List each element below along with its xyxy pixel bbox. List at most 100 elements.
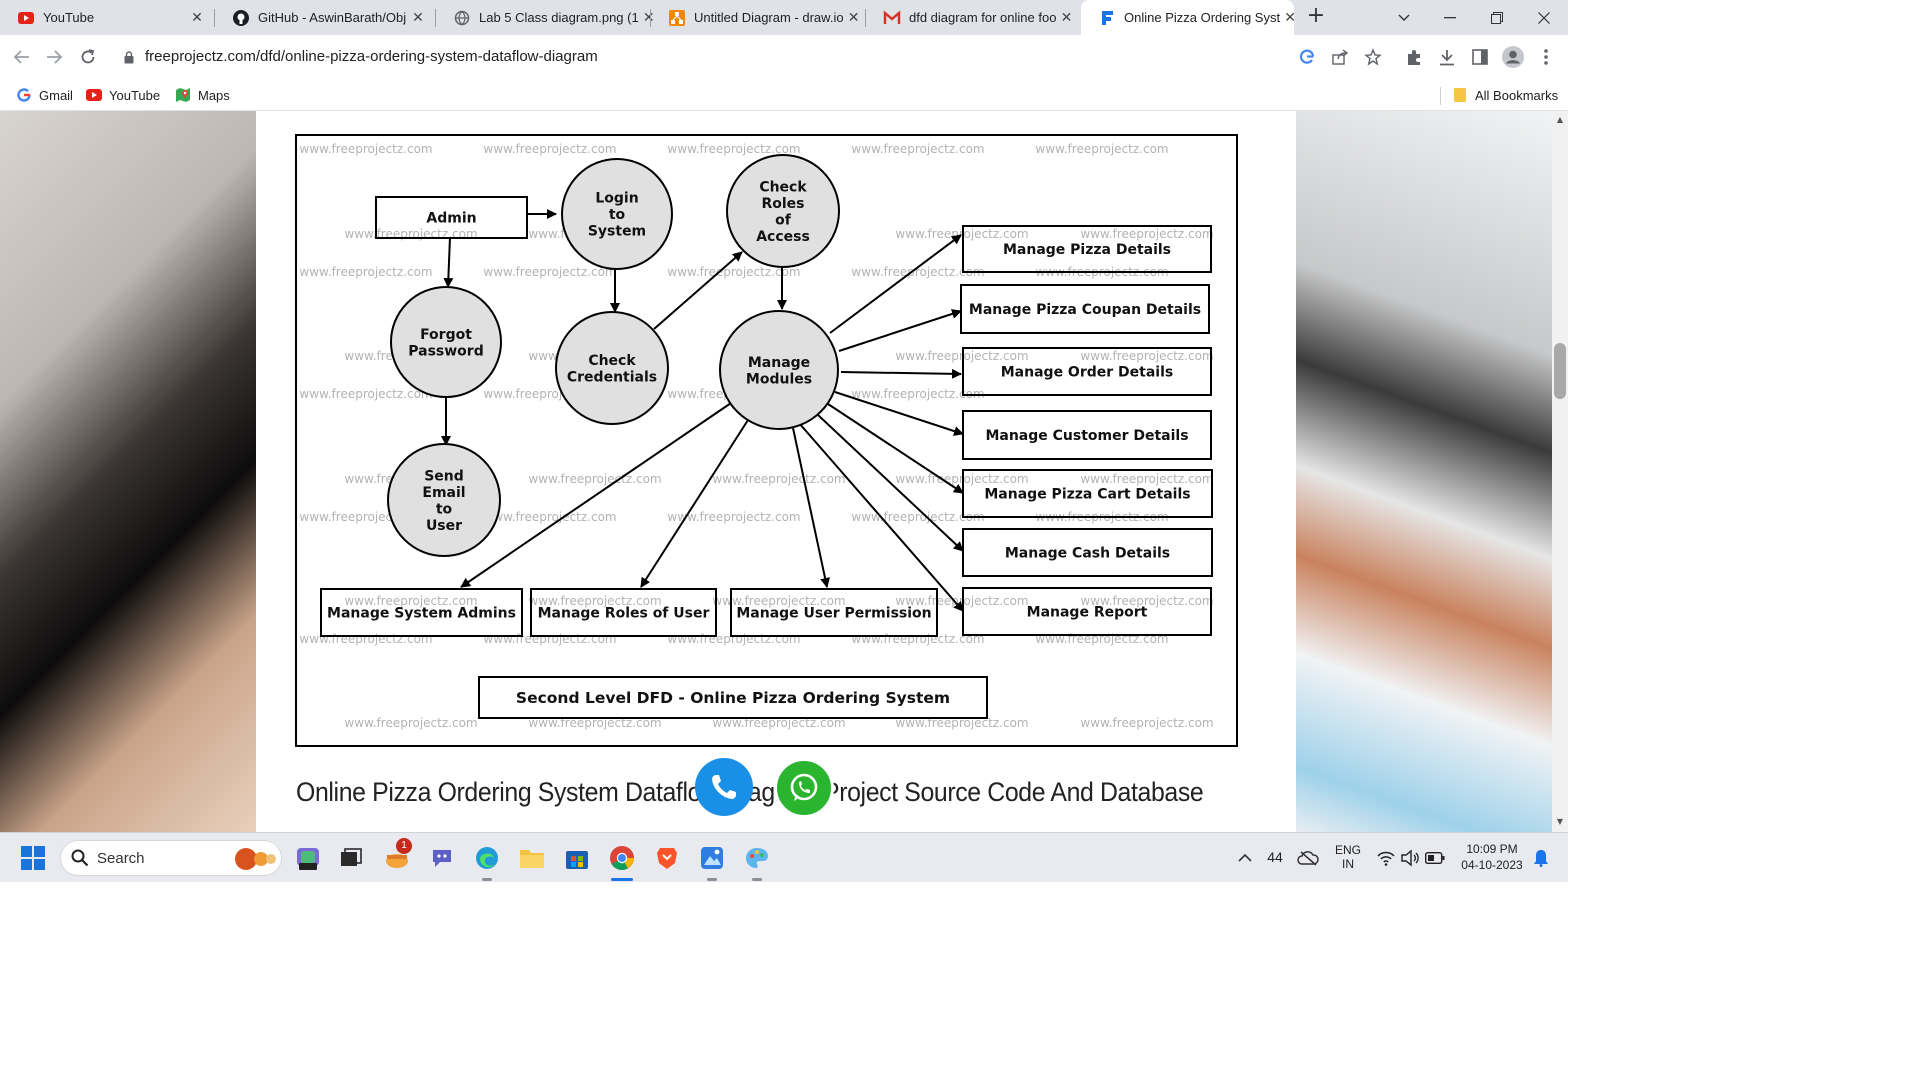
notification-bell-icon[interactable] [1528,845,1554,871]
profile-avatar-icon[interactable] [1501,45,1525,69]
tab-drawio[interactable]: Untitled Diagram - draw.io ✕ [651,0,866,35]
watermark-text: www.freeprojectz.com [1080,349,1213,363]
process-label: Login [595,191,638,207]
close-tab-icon[interactable]: ✕ [1060,9,1073,25]
google-lens-icon[interactable] [1297,47,1317,67]
bookmark-youtube[interactable]: YouTube [86,84,160,106]
teams-chat-icon[interactable] [429,845,455,871]
side-panel-icon[interactable] [1468,45,1492,69]
bookmark-gmail[interactable]: Gmail [16,84,73,106]
process-label: Forgot [420,327,472,343]
edge-icon[interactable] [474,845,500,871]
folder-icon [1452,87,1468,103]
flow-arrow [792,427,831,588]
taskbar-search[interactable]: Search [60,840,282,876]
widgets-icon[interactable]: 1 [384,838,412,871]
all-bookmarks-label: All Bookmarks [1475,87,1559,103]
address-bar[interactable]: freeprojectz.com/dfd/online-pizza-orderi… [111,40,1400,74]
task-view-icon[interactable] [338,845,364,871]
copilot-pre-icon[interactable] [295,845,321,871]
page-viewport: www.freeprojectz.com www.freeprojectz.com… [0,111,1552,832]
entity-label: Manage Pizza Coupan Details [969,302,1201,318]
scrollbar-thumb[interactable] [1554,343,1566,399]
flow-arrow [838,309,962,352]
clock[interactable]: 10:09 PM 04-10-2023 [1454,842,1530,872]
tab-class-diagram[interactable]: Lab 5 Class diagram.png (1 ✕ [436,0,655,35]
new-tab-button[interactable]: + [1306,3,1326,28]
whatsapp-button[interactable] [774,758,834,818]
watermark-text: www.freeprojectz.com [712,594,845,608]
site-info-icon[interactable] [119,47,139,67]
phone-icon [712,775,736,799]
clock-time: 10:09 PM [1466,842,1518,856]
tab-title: Online Pizza Ordering Syst [1124,10,1281,25]
bookmark-label: Gmail [39,87,73,103]
watermark-text: www.freeprojectz.com [299,142,432,156]
close-tab-icon[interactable]: ✕ [847,9,860,25]
tab-gmail[interactable]: dfd diagram for online foo ✕ [866,0,1081,35]
tab-search-chevron-icon[interactable] [1381,0,1427,35]
download-icon[interactable] [1435,45,1459,69]
watermark-text: www.freeprojectz.com [483,632,616,646]
file-explorer-icon[interactable] [519,845,545,871]
close-tab-icon[interactable]: ✕ [642,9,655,25]
process-label: Credentials [567,369,657,385]
weather-temperature[interactable]: 44 [1267,849,1283,865]
flow-arrow [829,234,962,334]
flow-arrow [798,422,964,612]
tab-github[interactable]: GitHub - AswinBarath/Obj ✕ [215,0,436,35]
wifi-icon[interactable] [1373,845,1399,871]
close-window-icon[interactable] [1521,0,1567,35]
edge-layer [441,209,964,612]
process-label: Roles [761,196,804,212]
watermark-text: www.freeprojectz.com [299,265,432,279]
url-text[interactable]: freeprojectz.com/dfd/online-pizza-orderi… [145,48,598,65]
microsoft-store-icon[interactable] [564,845,590,871]
watermark-text: www.freeprojectz.com [667,142,800,156]
scroll-down-icon[interactable]: ▼ [1556,817,1564,826]
language-indicator[interactable]: ENG IN [1330,843,1366,871]
photos-icon[interactable] [699,845,725,871]
paint-icon[interactable] [744,845,770,871]
phone-call-button[interactable] [695,758,753,816]
watermark-text: www.freeprojectz.com [712,716,845,730]
bookmark-star-icon[interactable] [1363,47,1383,67]
menu-kebab-icon[interactable] [1534,45,1558,69]
freeprojectz-icon [1099,10,1115,26]
bookmark-label: YouTube [109,87,161,103]
minimize-icon[interactable] [1427,0,1473,35]
brave-icon[interactable] [654,845,680,871]
extensions-icon[interactable] [1402,45,1426,69]
restore-icon[interactable] [1474,0,1520,35]
flow-arrow [653,251,743,330]
share-icon[interactable] [1330,47,1350,67]
tab-pizza-dfd[interactable]: Online Pizza Ordering Syst ✕ [1081,0,1296,35]
tab-youtube[interactable]: YouTube ✕ [0,0,215,35]
watermark-text: www.freeprojectz.com [1080,227,1213,241]
battery-icon[interactable] [1422,845,1448,871]
vertical-scrollbar[interactable]: ▲ ▼ [1552,111,1568,832]
watermark-text: www.freeprojectz.com [344,594,477,608]
forward-icon[interactable] [40,43,68,71]
tab-title: Untitled Diagram - draw.io [694,10,844,25]
process-label: Check [759,179,807,195]
chrome-icon[interactable] [609,845,635,871]
volume-icon[interactable] [1397,845,1423,871]
tray-overflow-chevron-icon[interactable] [1232,845,1258,871]
windows-start-icon[interactable] [20,845,46,871]
region-code: IN [1342,857,1354,871]
scroll-up-icon[interactable]: ▲ [1556,115,1564,124]
all-bookmarks-folder[interactable]: All Bookmarks [1452,84,1558,106]
close-tab-icon[interactable]: ✕ [191,9,203,25]
entity-label: Manage Order Details [1001,365,1173,381]
entity-pizza-cart: Manage Pizza Cart Details [962,469,1213,518]
onedrive-icon[interactable] [1295,845,1321,871]
whatsapp-icon [790,773,818,801]
reload-icon[interactable] [74,43,102,71]
entity-label: Manage Roles of User [538,606,710,622]
close-tab-icon[interactable]: ✕ [1284,9,1296,25]
bookmark-maps[interactable]: Maps [175,84,230,106]
back-icon[interactable] [8,43,36,71]
close-tab-icon[interactable]: ✕ [412,9,424,25]
